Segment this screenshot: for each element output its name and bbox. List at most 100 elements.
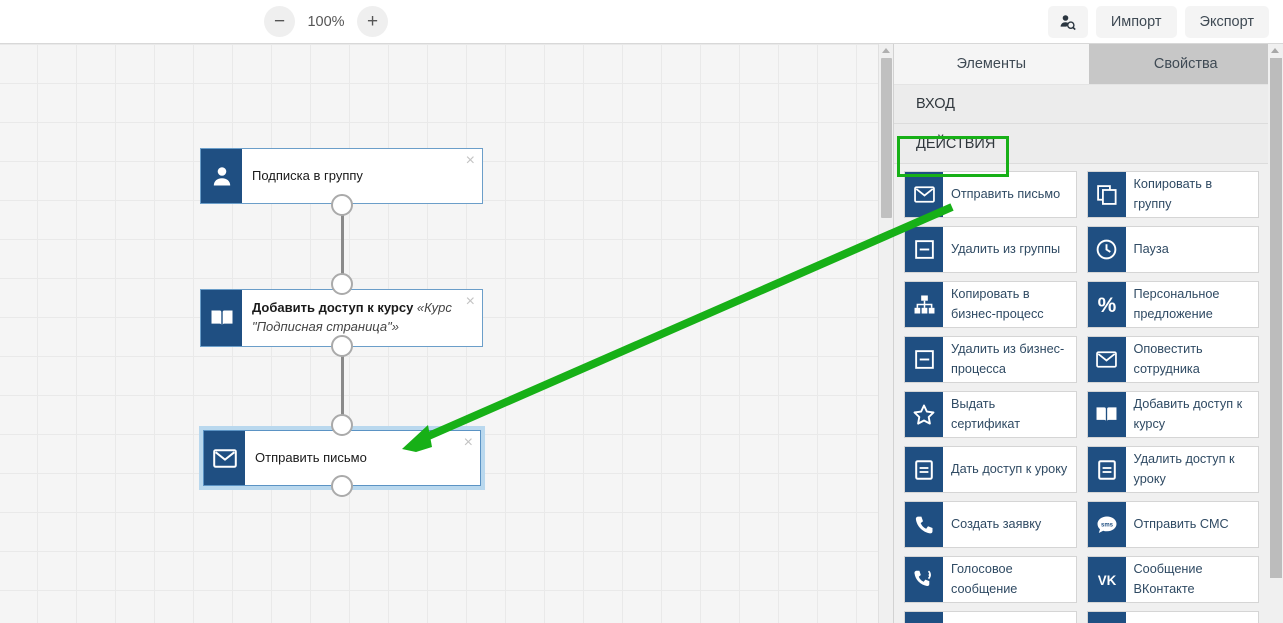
action-item-vk-message[interactable]: VK Сообщение ВКонтакте xyxy=(1086,556,1259,603)
action-item-copy-to-business-process[interactable]: Копировать в бизнес-процесс xyxy=(904,281,1077,328)
canvas-node-body: Отправить письмо xyxy=(245,431,480,485)
action-item-partial-left[interactable] xyxy=(904,611,1077,623)
svg-text:%: % xyxy=(1097,294,1116,316)
envelope-icon xyxy=(1087,612,1126,623)
canvas-node-label: Отправить письмо xyxy=(255,449,367,465)
node-port-out-2[interactable] xyxy=(331,335,353,357)
section-row-deystviya[interactable]: ДЕЙСТВИЯ xyxy=(894,124,1283,164)
action-item-personal-offer[interactable]: % Персональное предложение xyxy=(1086,281,1259,328)
canvas-node-text: Добавить доступ к курсу «Курс "Подписная… xyxy=(252,299,472,337)
canvas-node-label: Добавить доступ к курсу xyxy=(252,300,414,316)
scroll-up-icon[interactable] xyxy=(882,48,890,53)
canvas-vertical-scrollbar[interactable] xyxy=(878,44,893,623)
action-item-label: Оповестить сотрудника xyxy=(1133,342,1203,376)
envelope-icon xyxy=(1087,337,1126,382)
close-icon[interactable]: × xyxy=(465,152,475,169)
user-search-icon xyxy=(1060,14,1077,30)
voice-call-icon xyxy=(905,557,943,602)
close-icon[interactable]: × xyxy=(463,434,473,451)
action-item-create-request[interactable]: Создать заявку xyxy=(904,501,1077,548)
action-item-label xyxy=(1126,612,1259,623)
connector-line-1 xyxy=(341,212,344,284)
action-item-label: Выдать сертификат xyxy=(951,397,1021,431)
percent-icon: % xyxy=(1087,282,1126,327)
zoom-controls: − 100% + xyxy=(264,6,388,37)
panel-vertical-scrollbar[interactable] xyxy=(1268,44,1283,623)
elements-panel: Элементы Свойства ВХОД ДЕЙСТВИЯ Отправит… xyxy=(893,44,1283,623)
zoom-in-button[interactable]: + xyxy=(357,6,388,37)
user-search-button[interactable] xyxy=(1047,6,1088,38)
tab-elements[interactable]: Элементы xyxy=(894,44,1089,84)
envelope-icon xyxy=(905,172,943,217)
tab-properties[interactable]: Свойства xyxy=(1088,44,1283,84)
workflow-canvas[interactable]: Подписка в группу × Добавить доступ к ку… xyxy=(0,44,893,623)
action-item-label: Отправить СМС xyxy=(1133,516,1229,531)
node-port-out-3[interactable] xyxy=(331,475,353,497)
export-button[interactable]: Экспорт xyxy=(1184,6,1269,38)
svg-text:sms: sms xyxy=(1100,522,1113,528)
action-item-copy-to-group[interactable]: Копировать в группу xyxy=(1086,171,1259,218)
panel-tab-bar: Элементы Свойства xyxy=(894,44,1283,84)
action-item-send-sms[interactable]: sms Отправить СМС xyxy=(1086,501,1259,548)
action-item-issue-certificate[interactable]: Выдать сертификат xyxy=(904,391,1077,438)
action-item-label: Копировать в бизнес-процесс xyxy=(951,287,1044,321)
action-item-label: Отправить письмо xyxy=(951,186,1061,201)
node-port-in-3[interactable] xyxy=(331,414,353,436)
action-item-partial-right[interactable] xyxy=(1086,611,1259,623)
sms-bubble-icon: sms xyxy=(1087,502,1126,547)
lesson-icon xyxy=(1087,447,1126,492)
zoom-level-label: 100% xyxy=(307,13,345,30)
vk-icon: VK xyxy=(1087,557,1126,602)
action-item-label: Дать доступ к уроку xyxy=(951,461,1068,476)
section-row-vhod[interactable]: ВХОД xyxy=(894,84,1283,124)
action-item-remove-lesson-access[interactable]: Удалить доступ к уроку xyxy=(1086,446,1259,493)
scroll-up-icon[interactable] xyxy=(1271,48,1279,53)
action-item-label xyxy=(943,612,1076,623)
phone-icon xyxy=(905,502,943,547)
action-item-label: Пауза xyxy=(1133,241,1169,256)
action-item-add-course-access[interactable]: Добавить доступ к курсу xyxy=(1086,391,1259,438)
canvas-node-label: Подписка в группу xyxy=(252,167,363,183)
action-item-grant-lesson-access[interactable]: Дать доступ к уроку xyxy=(904,446,1077,493)
action-item-notify-employee[interactable]: Оповестить сотрудника xyxy=(1086,336,1259,383)
node-port-in-2[interactable] xyxy=(331,273,353,295)
connector-line-2 xyxy=(341,352,344,424)
action-item-voice-message[interactable]: Голосовое сообщение xyxy=(904,556,1077,603)
action-item-label: Удалить доступ к уроку xyxy=(1133,452,1235,486)
lesson-icon xyxy=(905,447,943,492)
star-icon xyxy=(905,392,943,437)
action-item-label: Копировать в группу xyxy=(1133,177,1213,211)
panel-scrollbar-thumb[interactable] xyxy=(1270,58,1282,578)
action-item-label: Создать заявку xyxy=(951,516,1042,531)
action-item-label: Удалить из группы xyxy=(951,241,1061,256)
action-item-remove-from-business-process[interactable]: Удалить из бизнес-процесса xyxy=(904,336,1077,383)
zoom-out-button[interactable]: − xyxy=(264,6,295,37)
canvas-scrollbar-thumb[interactable] xyxy=(881,58,892,218)
node-port-out-1[interactable] xyxy=(331,194,353,216)
minus-box-icon xyxy=(905,337,943,382)
envelope-icon xyxy=(905,612,943,623)
top-toolbar: − 100% + Импорт Экспорт xyxy=(0,0,1283,44)
close-icon[interactable]: × xyxy=(465,293,475,310)
minus-box-icon xyxy=(905,227,943,272)
sitemap-icon xyxy=(905,282,943,327)
action-item-send-email[interactable]: Отправить письмо xyxy=(904,171,1077,218)
canvas-node-body: Подписка в группу xyxy=(242,149,482,203)
copy-icon xyxy=(1087,172,1126,217)
action-item-pause[interactable]: Пауза xyxy=(1086,226,1259,273)
action-item-remove-from-group[interactable]: Удалить из группы xyxy=(904,226,1077,273)
person-icon xyxy=(201,149,242,203)
action-item-label: Добавить доступ к курсу xyxy=(1133,397,1243,431)
clock-icon xyxy=(1087,227,1126,272)
import-button[interactable]: Импорт xyxy=(1095,6,1177,38)
toolbar-actions: Импорт Экспорт xyxy=(1047,6,1269,38)
svg-text:VK: VK xyxy=(1097,573,1116,588)
book-icon xyxy=(201,290,242,346)
action-item-label: Голосовое сообщение xyxy=(951,562,1018,596)
action-item-label: Персональное предложение xyxy=(1133,287,1220,321)
book-icon xyxy=(1087,392,1126,437)
action-item-label: Удалить из бизнес-процесса xyxy=(951,342,1065,376)
canvas-node-body: Добавить доступ к курсу «Курс "Подписная… xyxy=(242,290,482,346)
envelope-icon xyxy=(204,431,245,485)
actions-grid: Отправить письмо Копировать в группу Уда… xyxy=(894,164,1269,623)
